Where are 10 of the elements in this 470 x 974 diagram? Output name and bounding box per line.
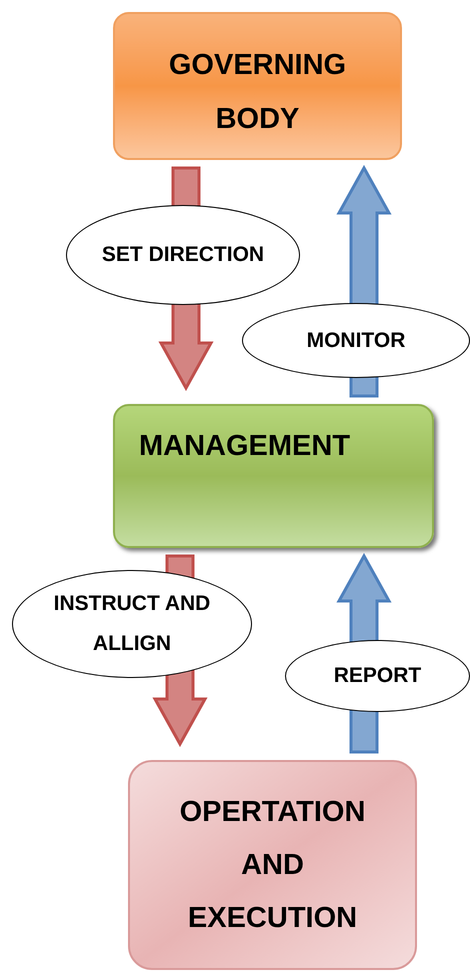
box-title: MANAGEMENT <box>138 429 352 464</box>
process-box <box>113 404 434 548</box>
edge-label: REPORT <box>285 640 470 712</box>
process-box <box>128 760 417 970</box>
box-title: OPERTATION AND EXECUTION <box>178 795 366 936</box>
edge-label: INSTRUCT AND ALLIGN <box>12 570 252 678</box>
edge-label: SET DIRECTION <box>66 205 300 305</box>
edge-label: MONITOR <box>242 303 470 378</box>
process-box <box>113 12 402 160</box>
box-title: GOVERNING BODY <box>168 48 348 137</box>
